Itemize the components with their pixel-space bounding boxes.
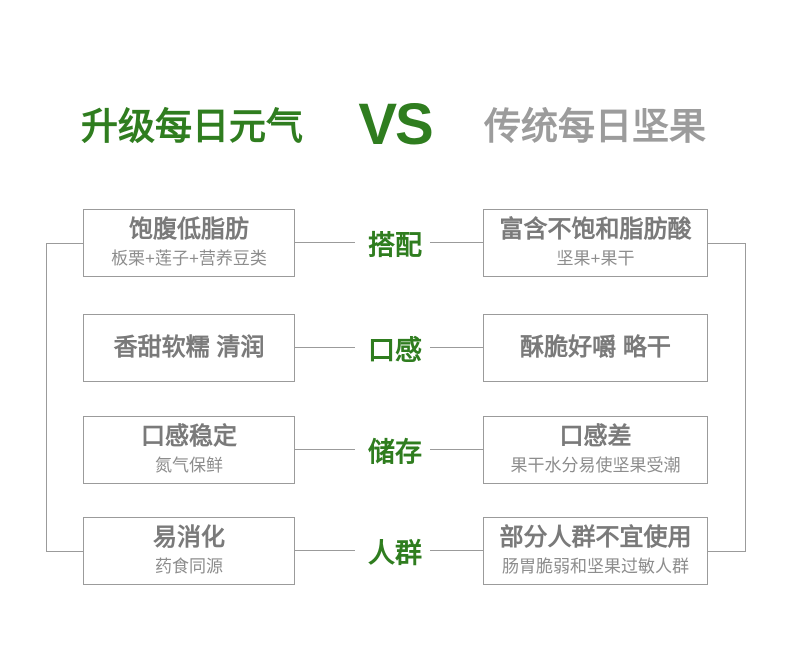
connector-line-right (430, 550, 483, 551)
left-bracket-line (46, 243, 47, 551)
connector-line-right (430, 347, 483, 348)
vs-label: VS (358, 91, 433, 157)
right-feature-box: 富含不饱和脂肪酸 坚果+果干 (483, 209, 708, 277)
comparison-row: 口感稳定 氮气保鲜 储存 口感差 果干水分易使坚果受潮 (0, 416, 790, 484)
feature-subtitle: 坚果+果干 (556, 249, 635, 269)
row-category-label: 搭配 (368, 230, 422, 261)
left-feature-box: 易消化 药食同源 (83, 517, 295, 585)
feature-subtitle: 药食同源 (155, 557, 223, 577)
right-feature-box: 口感差 果干水分易使坚果受潮 (483, 416, 708, 484)
right-bracket-line (745, 243, 746, 551)
connector-line-right (430, 449, 483, 450)
right-feature-box: 部分人群不宜使用 肠胃脆弱和坚果过敏人群 (483, 517, 708, 585)
comparison-row: 香甜软糯 清润 口感 酥脆好嚼 略干 (0, 314, 790, 382)
right-bracket-stub-bottom (708, 551, 746, 552)
left-bracket-stub-top (46, 243, 83, 244)
feature-title: 部分人群不宜使用 (499, 524, 692, 552)
feature-title: 易消化 (153, 524, 225, 552)
connector-line-right (430, 242, 483, 243)
comparison-row: 易消化 药食同源 人群 部分人群不宜使用 肠胃脆弱和坚果过敏人群 (0, 517, 790, 585)
left-feature-box: 口感稳定 氮气保鲜 (83, 416, 295, 484)
right-bracket-stub-top (708, 243, 746, 244)
feature-title: 口感差 (559, 423, 632, 451)
row-category-label: 口感 (368, 335, 422, 366)
connector-line-left (295, 449, 355, 450)
left-product-title: 升级每日元气 (81, 106, 303, 147)
connector-line-left (295, 242, 355, 243)
feature-title: 酥脆好嚼 略干 (520, 333, 671, 361)
feature-title: 口感稳定 (141, 423, 237, 451)
left-feature-box: 香甜软糯 清润 (83, 314, 295, 382)
feature-subtitle: 果干水分易使坚果受潮 (510, 456, 681, 476)
feature-subtitle: 板栗+莲子+营养豆类 (111, 249, 267, 269)
connector-line-left (295, 550, 355, 551)
feature-subtitle: 肠胃脆弱和坚果过敏人群 (502, 557, 689, 577)
row-category-label: 储存 (368, 437, 422, 468)
feature-title: 饱腹低脂肪 (129, 216, 249, 244)
comparison-row: 饱腹低脂肪 板栗+莲子+营养豆类 搭配 富含不饱和脂肪酸 坚果+果干 (0, 209, 790, 277)
feature-subtitle: 氮气保鲜 (155, 456, 223, 476)
right-product-title: 传统每日坚果 (484, 106, 706, 147)
right-feature-box: 酥脆好嚼 略干 (483, 314, 708, 382)
feature-title: 香甜软糯 清润 (113, 333, 265, 361)
connector-line-left (295, 347, 355, 348)
left-bracket-stub-bottom (46, 551, 83, 552)
left-feature-box: 饱腹低脂肪 板栗+莲子+营养豆类 (83, 209, 295, 277)
row-category-label: 人群 (368, 538, 422, 569)
feature-title: 富含不饱和脂肪酸 (499, 216, 692, 244)
